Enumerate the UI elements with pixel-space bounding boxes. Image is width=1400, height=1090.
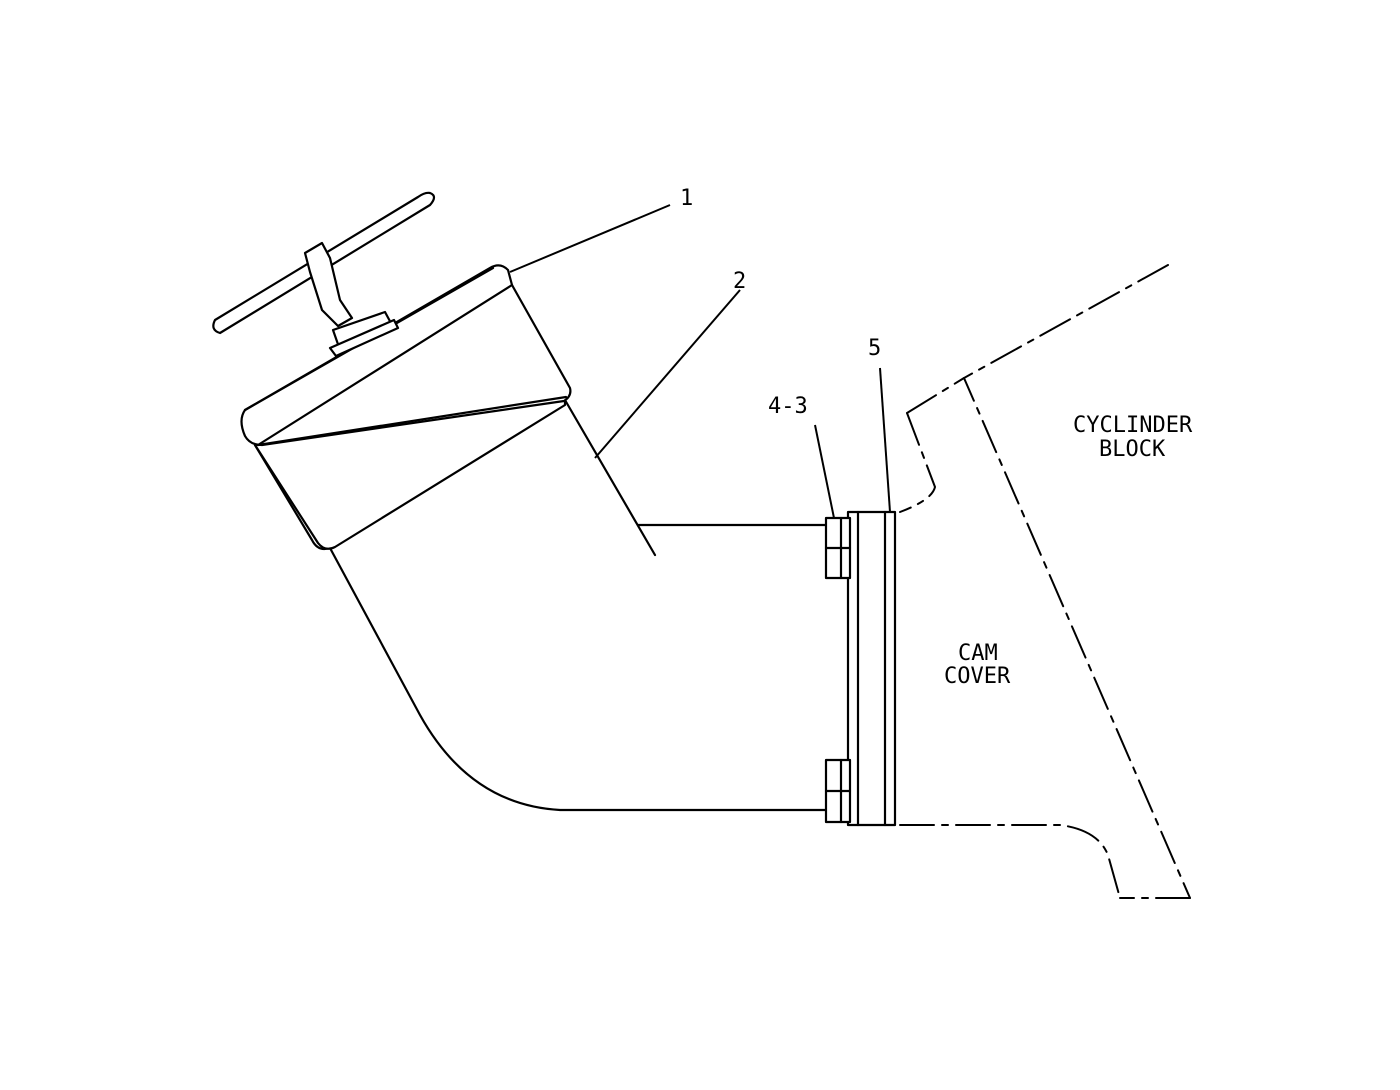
callout-2: 2 xyxy=(733,269,746,294)
cam-cover-label-line2: COVER xyxy=(944,664,1011,689)
bolt-upper xyxy=(824,516,852,580)
callout-5: 5 xyxy=(868,336,881,361)
cylinder-block-outline xyxy=(899,264,1191,899)
callout-4-3: 4-3 xyxy=(768,394,808,419)
breather-cap xyxy=(240,264,572,551)
breather-pipe-elbow xyxy=(328,398,847,812)
leader-lines xyxy=(509,204,891,519)
bolt-lower xyxy=(824,758,852,824)
cylinder-block-label-line2: BLOCK xyxy=(1099,437,1166,462)
cam-cover-label-line1: CAM xyxy=(958,641,998,666)
cylinder-block-label-line1: CYCLINDER xyxy=(1073,413,1193,438)
callout-1: 1 xyxy=(680,186,693,211)
flange-plate xyxy=(846,510,897,827)
t-handle xyxy=(212,191,436,358)
cam-cover-outline xyxy=(899,824,1121,899)
